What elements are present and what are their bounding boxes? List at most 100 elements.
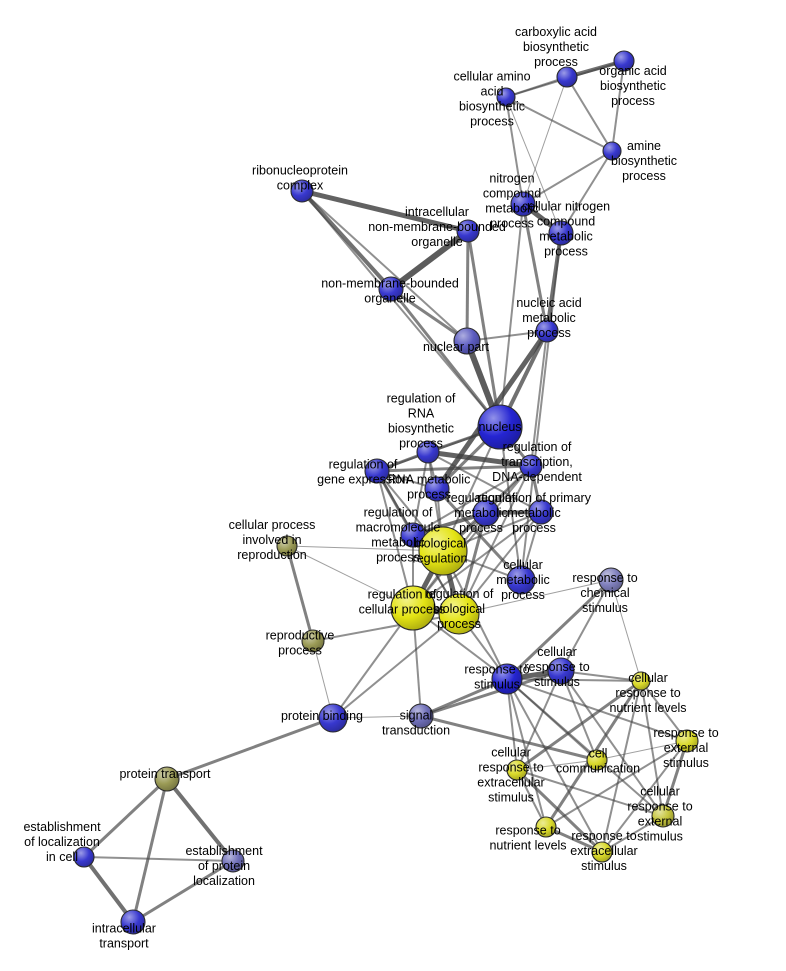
graph-edge-cell_communication-resp_external	[596, 740, 688, 761]
graph-node-cellular_metabolic[interactable]	[506, 565, 536, 595]
graph-node-cp_reproduction[interactable]	[276, 535, 298, 557]
graph-node-cellular_nitrogen[interactable]	[548, 220, 574, 246]
graph-edge-ribonucleoprotein-nucleus	[301, 190, 501, 428]
graph-edge-resp_chemical-reg_biological	[458, 579, 612, 615]
graph-edge-resp_stimulus-resp_nutrient	[506, 678, 547, 828]
graph-node-reg_transcription[interactable]	[519, 454, 543, 478]
graph-edge-cell_resp_nutrient-cell_resp_extracell	[516, 679, 642, 772]
graph-node-nucleus[interactable]	[477, 404, 523, 450]
graph-edge-reg_transcription-reg_cellular	[412, 465, 532, 609]
graph-node-carboxylic_acid[interactable]	[556, 66, 578, 88]
graph-edge-nucleic_acid-reg_transcription	[530, 330, 548, 467]
graph-edge-reg_transcription-reg_gene_expr	[376, 464, 532, 473]
graph-edge-cell_resp_extracell-resp_nutrient	[516, 769, 547, 828]
graph-node-protein_transport[interactable]	[154, 766, 180, 792]
graph-node-nmb_organelle[interactable]	[378, 276, 404, 302]
graph-edge-cell_resp_external-resp_extracell	[601, 815, 664, 853]
graph-node-amine[interactable]	[602, 141, 622, 161]
graph-node-cell_resp_stimulus[interactable]	[547, 657, 575, 685]
graph-node-reg_primary[interactable]	[528, 499, 554, 525]
graph-edge-cell_resp_stimulus-cell_communication	[560, 670, 598, 761]
graph-node-protein_binding[interactable]	[318, 703, 348, 733]
graph-edge-reproductive-reg_biological	[312, 613, 460, 642]
graph-edge-reg_transcription-reg_macromol	[412, 465, 532, 536]
graph-node-nucleic_acid[interactable]	[535, 319, 559, 343]
graph-node-intracellular_transport[interactable]	[120, 909, 146, 935]
graph-edge-cell_resp_stimulus-cell_resp_extracell	[516, 670, 562, 771]
graph-edge-reg_rna_biosyn-reg_primary	[427, 451, 542, 513]
graph-node-cell_communication[interactable]	[586, 749, 608, 771]
graph-node-reg_metabolic[interactable]	[472, 499, 500, 527]
graph-node-reg_cellular[interactable]	[390, 585, 436, 631]
graph-node-cell_resp_extracell[interactable]	[506, 759, 528, 781]
graph-edge-cell_communication-signal_transduction	[420, 714, 598, 762]
graph-edge-intracellular_nmb-nuclear_part	[465, 230, 470, 342]
graph-node-rna_metabolic[interactable]	[424, 476, 450, 502]
graph-edge-reg_primary-reg_biological	[458, 511, 542, 615]
graph-node-biological_regulation[interactable]	[418, 526, 468, 576]
graph-node-cell_resp_external[interactable]	[651, 804, 675, 828]
graph-node-resp_external[interactable]	[675, 729, 699, 753]
graph-node-nuclear_part[interactable]	[453, 327, 481, 355]
graph-edge-cell_communication-cell_resp_extracell	[516, 759, 598, 771]
graph-edge-organic_acid-amine	[611, 60, 625, 152]
graph-node-intracellular_nmb[interactable]	[456, 219, 480, 243]
graph-edge-reg_rna_biosyn-reg_transcription	[427, 449, 532, 469]
graph-node-cellular_amino_acid[interactable]	[496, 87, 516, 107]
edge-layer	[82, 59, 689, 924]
graph-edge-amine-nitrogen_compound	[522, 150, 613, 205]
graph-edge-ribonucleoprotein-nuclear_part	[301, 190, 468, 342]
graph-node-resp_stimulus[interactable]	[491, 663, 523, 695]
graph-edge-reg_biological-protein_binding	[332, 613, 460, 719]
graph-edge-cell_resp_extracell-resp_extracell	[515, 768, 604, 854]
graph-node-signal_transduction[interactable]	[408, 703, 434, 729]
graph-node-reproductive[interactable]	[301, 629, 325, 653]
graph-edge-resp_stimulus-cell_resp_external	[506, 678, 664, 817]
graph-edge-protein_transport-est_protein_loc	[165, 777, 235, 863]
graph-edge-resp_chemical-cell_resp_nutrient	[610, 579, 642, 682]
graph-edge-cell_resp_stimulus-signal_transduction	[420, 669, 562, 718]
graph-node-est_protein_loc[interactable]	[221, 849, 245, 873]
graph-edge-resp_chemical-resp_stimulus	[505, 578, 613, 681]
graph-edge-cell_resp_nutrient-resp_extracell	[601, 680, 642, 853]
graph-node-resp_chemical[interactable]	[598, 567, 624, 593]
graph-node-reg_rna_biosyn[interactable]	[416, 440, 440, 464]
graph-edge-amine-cellular_nitrogen	[560, 150, 613, 234]
graph-edge-nitrogen_compound-nucleic_acid	[521, 203, 549, 332]
graph-edge-cp_reproduction-biological_regulation	[286, 545, 444, 552]
graph-edge-cellular_amino_acid-nitrogen_compound	[505, 96, 524, 205]
graph-edge-reg_rna_biosyn-reg_macromol	[412, 451, 429, 536]
graph-node-reg_biological[interactable]	[438, 593, 480, 635]
graph-edge-resp_chemical-cell_resp_stimulus	[560, 579, 612, 672]
graph-edge-cell_resp_stimulus-cell_resp_external	[560, 670, 664, 817]
graph-edge-reg_primary-reg_cellular	[412, 511, 542, 609]
graph-node-resp_extracell[interactable]	[591, 841, 613, 863]
graph-edge-nucleus-cellular_metabolic	[499, 426, 522, 581]
graph-edge-cell_resp_extracell-cell_resp_external	[516, 769, 664, 817]
graph-node-est_loc_cell[interactable]	[73, 846, 95, 868]
graph-edge-est_loc_cell-intracellular_transport	[82, 855, 135, 924]
graph-node-cell_resp_nutrient[interactable]	[631, 671, 651, 691]
node-layer	[73, 50, 699, 935]
graph-edge-nmb_organelle-nucleus	[389, 288, 502, 428]
graph-edge-cp_reproduction-reg_cellular	[286, 545, 414, 609]
graph-edge-est_loc_cell-est_protein_loc	[83, 856, 234, 862]
graph-node-ribonucleoprotein[interactable]	[290, 179, 314, 203]
graph-node-resp_nutrient[interactable]	[535, 816, 557, 838]
graph-edge-reg_cellular-protein_binding	[332, 607, 414, 719]
graph-edge-nmb_organelle-nuclear_part	[390, 287, 468, 343]
graph-edge-protein_binding-signal_transduction	[332, 715, 422, 719]
graph-node-reg_gene_expr[interactable]	[364, 458, 390, 484]
graph-node-organic_acid[interactable]	[613, 50, 635, 72]
graph-node-nitrogen_compound[interactable]	[510, 191, 536, 217]
graph-edge-reg_transcription-reg_biological	[458, 465, 532, 615]
graph-edge-resp_stimulus-cell_resp_nutrient	[506, 678, 642, 682]
graph-edge-reg_gene_expr-reg_cellular	[376, 470, 414, 609]
